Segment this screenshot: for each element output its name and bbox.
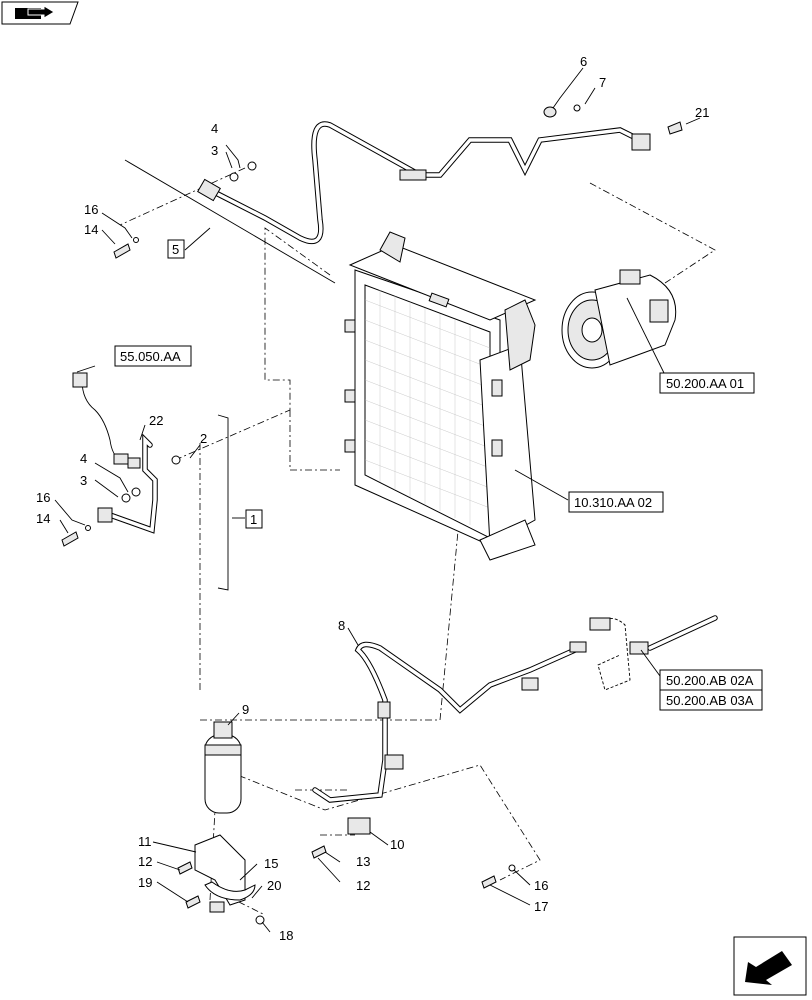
svg-text:50.200.AA 01: 50.200.AA 01 — [666, 376, 744, 391]
ref-10310-aa-02[interactable]: 10.310.AA 02 — [568, 491, 664, 513]
callout-14: 14 — [84, 222, 98, 237]
callout-10: 10 — [390, 837, 404, 852]
svg-text:1: 1 — [250, 512, 257, 527]
callout-3: 3 — [211, 143, 218, 158]
callout-12: 12 — [138, 854, 152, 869]
svg-text:50.200.AB 02A: 50.200.AB 02A — [666, 673, 754, 688]
callout-2: 2 — [200, 431, 207, 446]
callout-7: 7 — [599, 75, 606, 90]
callout-13: 13 — [356, 854, 370, 869]
next-page-arrow-icon[interactable] — [733, 936, 807, 996]
leader-lines — [54, 67, 701, 933]
callout-22: 22 — [149, 413, 163, 428]
callout-19: 19 — [138, 875, 152, 890]
callout-4b: 4 — [80, 451, 87, 466]
group-5-bracket — [124, 159, 336, 284]
book-with-arrow-icon[interactable] — [1, 1, 79, 25]
upper-hose-assembly[interactable] — [113, 104, 683, 259]
callout-9: 9 — [242, 702, 249, 717]
ac-compressor[interactable] — [561, 269, 677, 369]
callout-11: 11 — [138, 834, 152, 849]
callout-3b: 3 — [80, 473, 87, 488]
svg-text:10.310.AA 02: 10.310.AA 02 — [574, 495, 652, 510]
drier-bracket[interactable] — [177, 834, 516, 925]
ref-50200-aa-01[interactable]: 50.200.AA 01 — [659, 372, 755, 394]
callout-numbers: 4 3 16 14 6 7 21 22 2 4 3 16 14 8 9 10 1… — [36, 54, 709, 943]
ref-55050[interactable]: 55.050.AA — [114, 345, 192, 367]
receiver-drier[interactable] — [204, 721, 242, 814]
callout-15: 15 — [264, 856, 278, 871]
ref-50200-ab-03a[interactable]: 50.200.AB 03A — [659, 689, 763, 711]
svg-text:5: 5 — [172, 242, 179, 257]
boxed-callout-1[interactable]: 1 — [245, 509, 263, 529]
callout-8: 8 — [338, 618, 345, 633]
callout-6: 6 — [580, 54, 587, 69]
group-1-bracket — [217, 414, 229, 591]
callout-18: 18 — [279, 928, 293, 943]
callout-16: 16 — [84, 202, 98, 217]
callout-14b: 14 — [36, 511, 50, 526]
callout-16b: 16 — [36, 490, 50, 505]
boxed-callout-5[interactable]: 5 — [167, 239, 185, 259]
lower-hose-assembly[interactable] — [312, 615, 718, 835]
callout-4: 4 — [211, 121, 218, 136]
callout-16c: 16 — [534, 878, 548, 893]
callout-21: 21 — [695, 105, 709, 120]
condenser-radiator[interactable] — [344, 231, 537, 561]
svg-text:50.200.AB 03A: 50.200.AB 03A — [666, 693, 754, 708]
ref-50200-ab-02a[interactable]: 50.200.AB 02A — [659, 669, 763, 691]
left-hose-assembly[interactable] — [61, 372, 181, 547]
callout-12b: 12 — [356, 878, 370, 893]
callout-17: 17 — [534, 899, 548, 914]
svg-text:55.050.AA: 55.050.AA — [120, 349, 181, 364]
callout-20: 20 — [267, 878, 281, 893]
